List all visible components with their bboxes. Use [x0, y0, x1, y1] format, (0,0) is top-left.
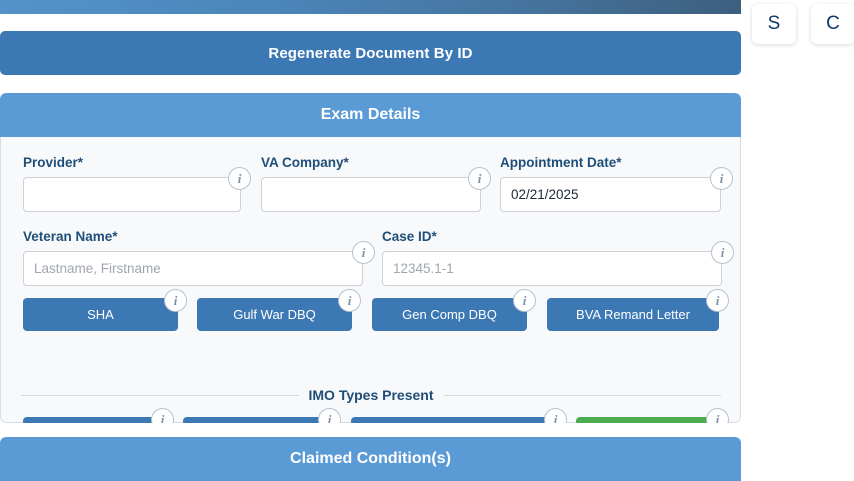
case-id-input[interactable]: [382, 251, 722, 286]
sha-button[interactable]: SHA: [23, 298, 178, 331]
exam-details-card: Exam Details Provider* i VA Company* i A…: [0, 93, 741, 423]
appointment-date-info-icon[interactable]: i: [710, 167, 733, 190]
top-gradient-banner: [0, 0, 741, 14]
regenerate-document-by-id-button[interactable]: Regenerate Document By ID: [0, 31, 741, 75]
va-company-info-icon[interactable]: i: [468, 167, 491, 190]
provider-info-icon[interactable]: i: [228, 167, 251, 190]
main-content-column: Regenerate Document By ID Exam Details P…: [0, 0, 741, 481]
divider-rule-left: [21, 394, 299, 396]
direct-imo-button[interactable]: Direct IMO: [23, 417, 163, 423]
no-imo-info-icon[interactable]: i: [706, 408, 729, 423]
appointment-date-input[interactable]: [500, 177, 721, 212]
gulf-war-dbq-info-icon[interactable]: i: [338, 289, 361, 312]
veteran-name-label: Veteran Name*: [23, 229, 118, 244]
gulf-war-dbq-button[interactable]: Gulf War DBQ: [197, 298, 352, 331]
va-company-input[interactable]: [261, 177, 481, 212]
exam-details-header[interactable]: Exam Details: [0, 93, 741, 137]
direct-imo-info-icon[interactable]: i: [151, 408, 174, 423]
tera-pact-gulf-war-imo-info-icon[interactable]: i: [544, 408, 567, 423]
bva-remand-letter-info-icon[interactable]: i: [706, 289, 729, 312]
bva-remand-letter-button[interactable]: BVA Remand Letter: [547, 298, 719, 331]
divider-rule-right: [443, 394, 722, 396]
imo-types-present-label: IMO Types Present: [308, 387, 434, 403]
imo-types-present-divider: IMO Types Present: [21, 387, 722, 403]
exam-details-body: Provider* i VA Company* i Appointment Da…: [0, 137, 741, 423]
no-imo-button[interactable]: No IMO: [576, 417, 719, 423]
claimed-conditions-header[interactable]: Claimed Condition(s): [0, 437, 741, 481]
appointment-date-label: Appointment Date*: [500, 155, 622, 170]
tera-pact-gulf-war-imo-button[interactable]: Tera/PACT/Gulf War IMO: [351, 417, 556, 423]
provider-input[interactable]: [23, 177, 241, 212]
veteran-name-input[interactable]: [23, 251, 363, 286]
sha-info-icon[interactable]: i: [164, 289, 187, 312]
gen-comp-dbq-button[interactable]: Gen Comp DBQ: [372, 298, 527, 331]
side-panel: S C: [741, 0, 854, 480]
secondary-imo-info-icon[interactable]: i: [318, 408, 341, 423]
provider-label: Provider*: [23, 155, 84, 170]
gen-comp-dbq-info-icon[interactable]: i: [513, 289, 536, 312]
side-card-c[interactable]: C: [811, 4, 854, 44]
veteran-name-info-icon[interactable]: i: [352, 241, 375, 264]
va-company-label: VA Company*: [261, 155, 349, 170]
case-id-label: Case ID*: [382, 229, 437, 244]
secondary-imo-button[interactable]: Secondary IMO: [183, 417, 331, 423]
case-id-info-icon[interactable]: i: [711, 241, 734, 264]
side-card-s[interactable]: S: [752, 4, 796, 44]
